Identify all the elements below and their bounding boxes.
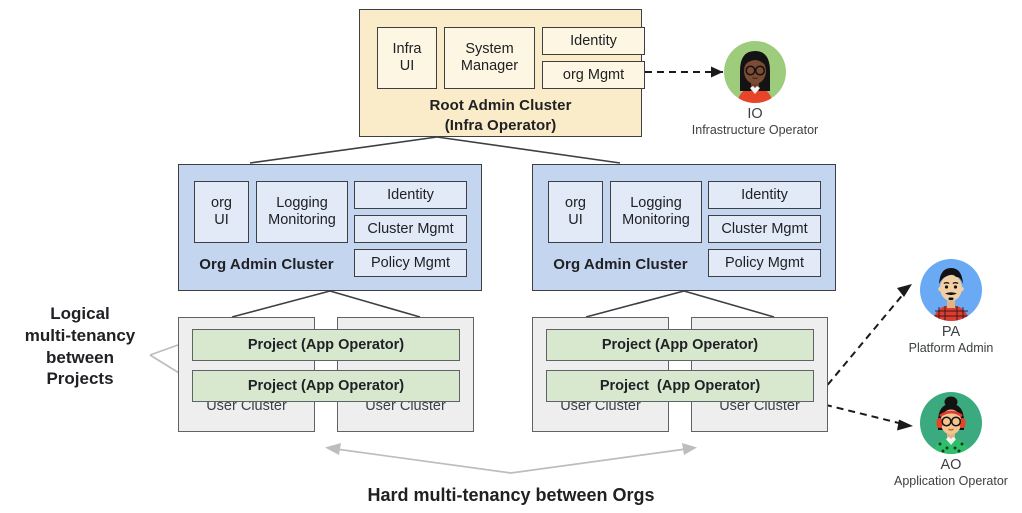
org-admin-cluster-label-left: Org Admin Cluster — [179, 256, 354, 273]
logging-label-right: Logging Monitoring — [611, 182, 701, 242]
pa-avatar — [920, 259, 982, 321]
user-cluster-label-left-1: User Cluster — [206, 398, 287, 414]
user-cluster-label-right-1: User Cluster — [560, 398, 641, 414]
pa-role: Platform Admin — [908, 340, 994, 355]
org-ui-label-right: org UI — [549, 182, 602, 242]
org-ui-line1-right: org — [565, 195, 586, 212]
project-left-2[interactable]: Project (App Operator) — [192, 370, 460, 402]
org-mgmt-label: org Mgmt — [562, 66, 625, 83]
root-label-line1: Root Admin Cluster — [429, 97, 572, 114]
io-avatar-illustration — [738, 51, 772, 103]
side-caption-line4: Projects — [46, 369, 114, 389]
org-component-identity-right[interactable]: Identity — [708, 181, 821, 209]
side-caption-line1: Logical — [50, 304, 110, 323]
logging-line2-right: Monitoring — [622, 212, 690, 228]
org-component-logging-monitoring-left[interactable]: Logging Monitoring — [256, 181, 348, 243]
logging-label-left: Logging Monitoring — [257, 182, 347, 242]
project-right-2[interactable]: Project (App Operator) — [546, 370, 814, 402]
root-component-system-manager[interactable]: System Manager — [444, 27, 535, 89]
pa-abbr: PA — [941, 324, 961, 340]
org-admin-cluster-label-right: Org Admin Cluster — [533, 256, 708, 273]
persona-ao[interactable]: AO Application Operator — [866, 392, 1022, 488]
identity-label-left: Identity — [387, 186, 434, 203]
root-component-identity[interactable]: Identity — [542, 27, 645, 55]
hard-multitenancy-caption: Hard multi-tenancy between Orgs — [367, 485, 655, 505]
system-manager-line2: Manager — [460, 58, 519, 74]
infra-ui-label: Infra UI — [378, 28, 436, 88]
user-cluster-label-left-2: User Cluster — [365, 398, 446, 414]
root-admin-cluster-label: Root Admin Cluster (Infra Operator) — [360, 96, 641, 135]
org-ui-line2-right: UI — [568, 212, 583, 228]
persona-pa[interactable]: PA Platform Admin — [866, 259, 1022, 355]
org-component-policy-mgmt-left[interactable]: Policy Mgmt — [354, 249, 467, 277]
identity-label-right: Identity — [741, 186, 788, 203]
ao-role: Application Operator — [894, 473, 1008, 488]
logging-line2-left: Monitoring — [268, 212, 336, 228]
system-manager-label: System Manager — [445, 28, 534, 88]
side-caption-line2: multi-tenancy — [24, 325, 136, 345]
ao-avatar — [920, 392, 982, 454]
system-manager-line1: System — [465, 41, 514, 58]
org-ui-line1-left: org — [211, 195, 232, 212]
ao-abbr: AO — [940, 457, 962, 473]
root-label-line2: (Infra Operator) — [444, 116, 557, 134]
org-admin-cluster-left[interactable]: org UI Logging Monitoring Identity Clust… — [178, 164, 482, 291]
project-right-1[interactable]: Project (App Operator) — [546, 329, 814, 361]
side-caption-line3: between — [45, 347, 115, 367]
org-component-policy-mgmt-right[interactable]: Policy Mgmt — [708, 249, 821, 277]
root-component-org-mgmt[interactable]: org Mgmt — [542, 61, 645, 89]
infra-ui-line2: UI — [399, 58, 415, 74]
policy-mgmt-label-left: Policy Mgmt — [371, 254, 450, 271]
project-left-1[interactable]: Project (App Operator) — [192, 329, 460, 361]
ao-avatar-illustration — [934, 396, 968, 454]
cluster-mgmt-label-right: Cluster Mgmt — [721, 220, 808, 237]
org-ui-line2-left: UI — [214, 212, 229, 228]
org-component-identity-left[interactable]: Identity — [354, 181, 467, 209]
pa-avatar-illustration — [934, 268, 968, 321]
logging-line1-right: Logging — [630, 195, 682, 212]
org-component-cluster-mgmt-right[interactable]: Cluster Mgmt — [708, 215, 821, 243]
org-label-text-right: Org Admin Cluster — [553, 256, 688, 273]
persona-io[interactable]: IO Infrastructure Operator — [670, 41, 840, 137]
cluster-mgmt-label-left: Cluster Mgmt — [367, 220, 454, 237]
org-component-cluster-mgmt-left[interactable]: Cluster Mgmt — [354, 215, 467, 243]
org-component-org-ui-left[interactable]: org UI — [194, 181, 249, 243]
logging-line1-left: Logging — [276, 195, 328, 212]
org-ui-label-left: org UI — [195, 182, 248, 242]
org-label-text-left: Org Admin Cluster — [199, 256, 334, 273]
org-admin-cluster-right[interactable]: org UI Logging Monitoring Identity Clust… — [532, 164, 836, 291]
gray-double-arrow-hard-tenancy — [325, 443, 697, 474]
infra-ui-line1: Infra — [392, 41, 422, 58]
root-admin-cluster[interactable]: Infra UI System Manager Identity org Mgm… — [359, 9, 645, 137]
io-avatar — [724, 41, 786, 103]
logical-multitenancy-caption: Logical multi-tenancy between Projects — [10, 303, 150, 390]
io-abbr: IO — [747, 106, 763, 122]
user-cluster-label-right-2: User Cluster — [719, 398, 800, 414]
identity-label: Identity — [570, 32, 617, 49]
policy-mgmt-label-right: Policy Mgmt — [725, 254, 804, 271]
root-component-infra-ui[interactable]: Infra UI — [377, 27, 437, 89]
org-component-org-ui-right[interactable]: org UI — [548, 181, 603, 243]
io-role: Infrastructure Operator — [691, 122, 819, 137]
org-component-logging-monitoring-right[interactable]: Logging Monitoring — [610, 181, 702, 243]
